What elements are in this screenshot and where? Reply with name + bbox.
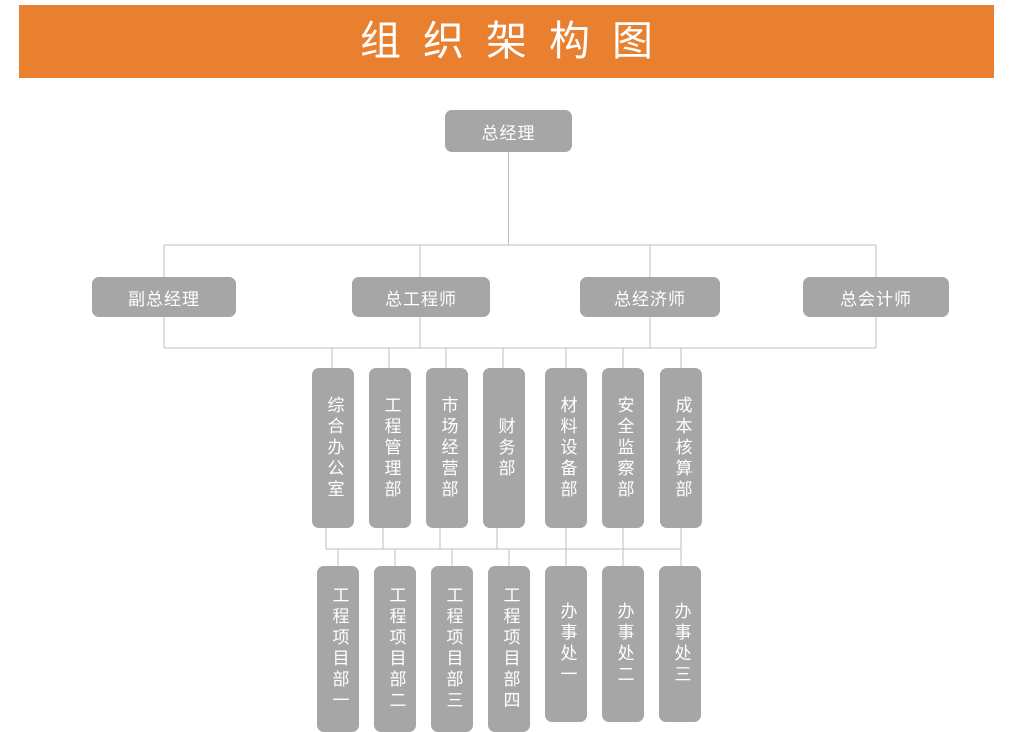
node-label: 财务部 — [494, 416, 515, 480]
node-project-dept-3[interactable]: 工程项目部三 — [431, 566, 473, 732]
node-label: 工程管理部 — [380, 395, 401, 501]
node-chief-engineer[interactable]: 总工程师 — [352, 277, 490, 317]
node-label: 工程项目部一 — [328, 586, 349, 712]
node-office-2[interactable]: 办事处二 — [602, 566, 644, 722]
node-chief-economist[interactable]: 总经济师 — [580, 277, 720, 317]
title-banner: 组织架构图 — [19, 5, 994, 78]
node-label: 总经济师 — [614, 289, 686, 310]
page-title: 组织架构图 — [360, 17, 675, 65]
node-label: 材料设备部 — [556, 395, 577, 501]
node-label: 总会计师 — [840, 289, 912, 310]
node-office-3[interactable]: 办事处三 — [659, 566, 701, 722]
node-label: 市场经营部 — [437, 395, 458, 501]
node-label: 综合办公室 — [323, 395, 344, 501]
node-material-equipment-dept[interactable]: 材料设备部 — [545, 368, 587, 528]
node-label: 副总经理 — [128, 289, 200, 310]
node-market-operations-dept[interactable]: 市场经营部 — [426, 368, 468, 528]
node-label: 工程项目部三 — [442, 586, 463, 712]
node-office-1[interactable]: 办事处一 — [545, 566, 587, 722]
node-label: 办事处一 — [556, 602, 577, 686]
node-finance-dept[interactable]: 财务部 — [483, 368, 525, 528]
node-project-dept-1[interactable]: 工程项目部一 — [317, 566, 359, 732]
node-cost-accounting-dept[interactable]: 成本核算部 — [660, 368, 702, 528]
node-label: 工程项目部四 — [499, 586, 520, 712]
node-general-office[interactable]: 综合办公室 — [312, 368, 354, 528]
node-project-dept-2[interactable]: 工程项目部二 — [374, 566, 416, 732]
node-label: 总经理 — [481, 123, 536, 144]
node-general-manager[interactable]: 总经理 — [445, 110, 572, 152]
node-label: 安全监察部 — [613, 395, 634, 501]
node-label: 办事处二 — [613, 602, 634, 686]
node-label: 总工程师 — [385, 289, 457, 310]
node-safety-supervision-dept[interactable]: 安全监察部 — [602, 368, 644, 528]
node-project-dept-4[interactable]: 工程项目部四 — [488, 566, 530, 732]
node-chief-accountant[interactable]: 总会计师 — [803, 277, 949, 317]
node-label: 工程项目部二 — [385, 586, 406, 712]
node-engineering-management-dept[interactable]: 工程管理部 — [369, 368, 411, 528]
node-label: 办事处三 — [670, 602, 691, 686]
node-deputy-general-manager[interactable]: 副总经理 — [92, 277, 236, 317]
node-label: 成本核算部 — [671, 395, 692, 501]
